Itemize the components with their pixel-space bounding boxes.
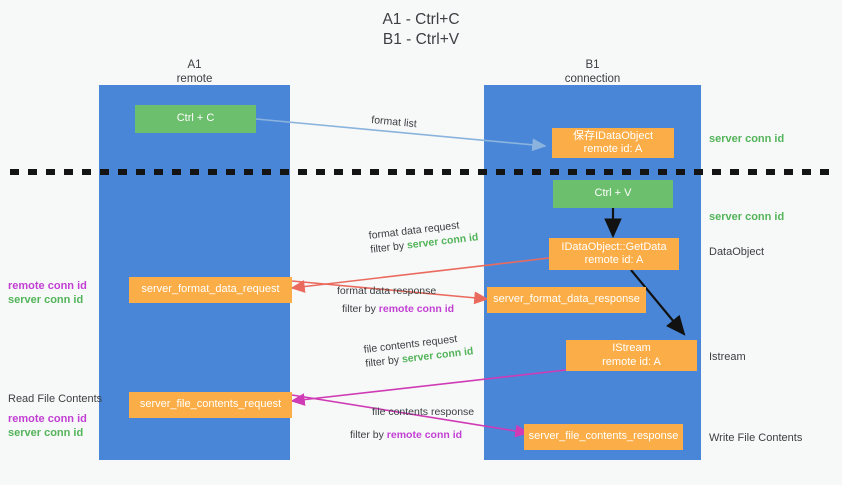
edge-label-remote-conn-id: remote conn id — [386, 429, 463, 441]
label-istream: Istream — [709, 351, 746, 363]
edge-label-format-data-response: format data response filter by remote co… — [337, 284, 454, 316]
label-server-conn-id-1: server conn id — [8, 294, 84, 306]
box-istream[interactable]: IStream remote id: A — [566, 340, 697, 371]
edge-label-filter-by: filter by — [342, 303, 379, 315]
label-server-conn-id-mid: server conn id — [709, 211, 785, 223]
label-server-conn-id-2: server conn id — [8, 427, 84, 439]
edge-label-file-contents-response: file contents response filter by remote … — [350, 405, 474, 442]
box-ctrl-v[interactable]: Ctrl + V — [553, 180, 673, 208]
box-ctrl-c[interactable]: Ctrl + C — [135, 105, 256, 133]
edge-label-remote-conn-id: remote conn id — [378, 303, 455, 315]
edge-label-file-contents-response-line2: filter by remote conn id — [350, 428, 474, 442]
box-server-format-data-response[interactable]: server_format_data_response — [487, 287, 646, 313]
box-idataobject-getdata[interactable]: IDataObject::GetData remote id: A — [549, 238, 679, 270]
label-read-file-contents: Read File Contents — [8, 393, 103, 405]
edge-label-format-list-text: format list — [370, 113, 418, 131]
edge-label-file-contents-request: file contents request filter by server c… — [363, 330, 474, 370]
edge-label-filter-by: filter by — [364, 353, 403, 370]
column-header-a1: A1 remote — [176, 59, 213, 85]
label-remote-conn-id-2: remote conn id — [8, 413, 87, 425]
edge-label-format-data-response-line2: filter by remote conn id — [342, 302, 454, 316]
label-write-file-contents: Write File Contents — [709, 432, 803, 444]
label-remote-conn-id-1: remote conn id — [8, 280, 87, 292]
column-header-b1: B1 connection — [564, 59, 621, 85]
label-dataobject: DataObject — [709, 246, 765, 258]
page-title: A1 - Ctrl+C B1 - Ctrl+V — [382, 11, 460, 48]
edge-label-file-contents-response-line1: file contents response — [372, 406, 475, 418]
edge-label-format-data-request: format data request filter by server con… — [368, 216, 479, 256]
edge-label-format-data-response-line1: format data response — [337, 285, 437, 297]
edge-label-filter-by: filter by — [350, 429, 387, 441]
box-server-file-contents-request[interactable]: server_file_contents_request — [129, 392, 292, 418]
edge-label-format-list: format list — [371, 113, 418, 131]
box-server-format-data-request[interactable]: server_format_data_request — [129, 277, 292, 303]
label-server-conn-id-top: server conn id — [709, 133, 785, 145]
box-server-file-contents-response[interactable]: server_file_contents_response — [524, 424, 683, 450]
box-save-idataobject[interactable]: 保存IDataObject remote id: A — [552, 128, 674, 158]
edge-label-filter-by: filter by — [369, 239, 408, 256]
